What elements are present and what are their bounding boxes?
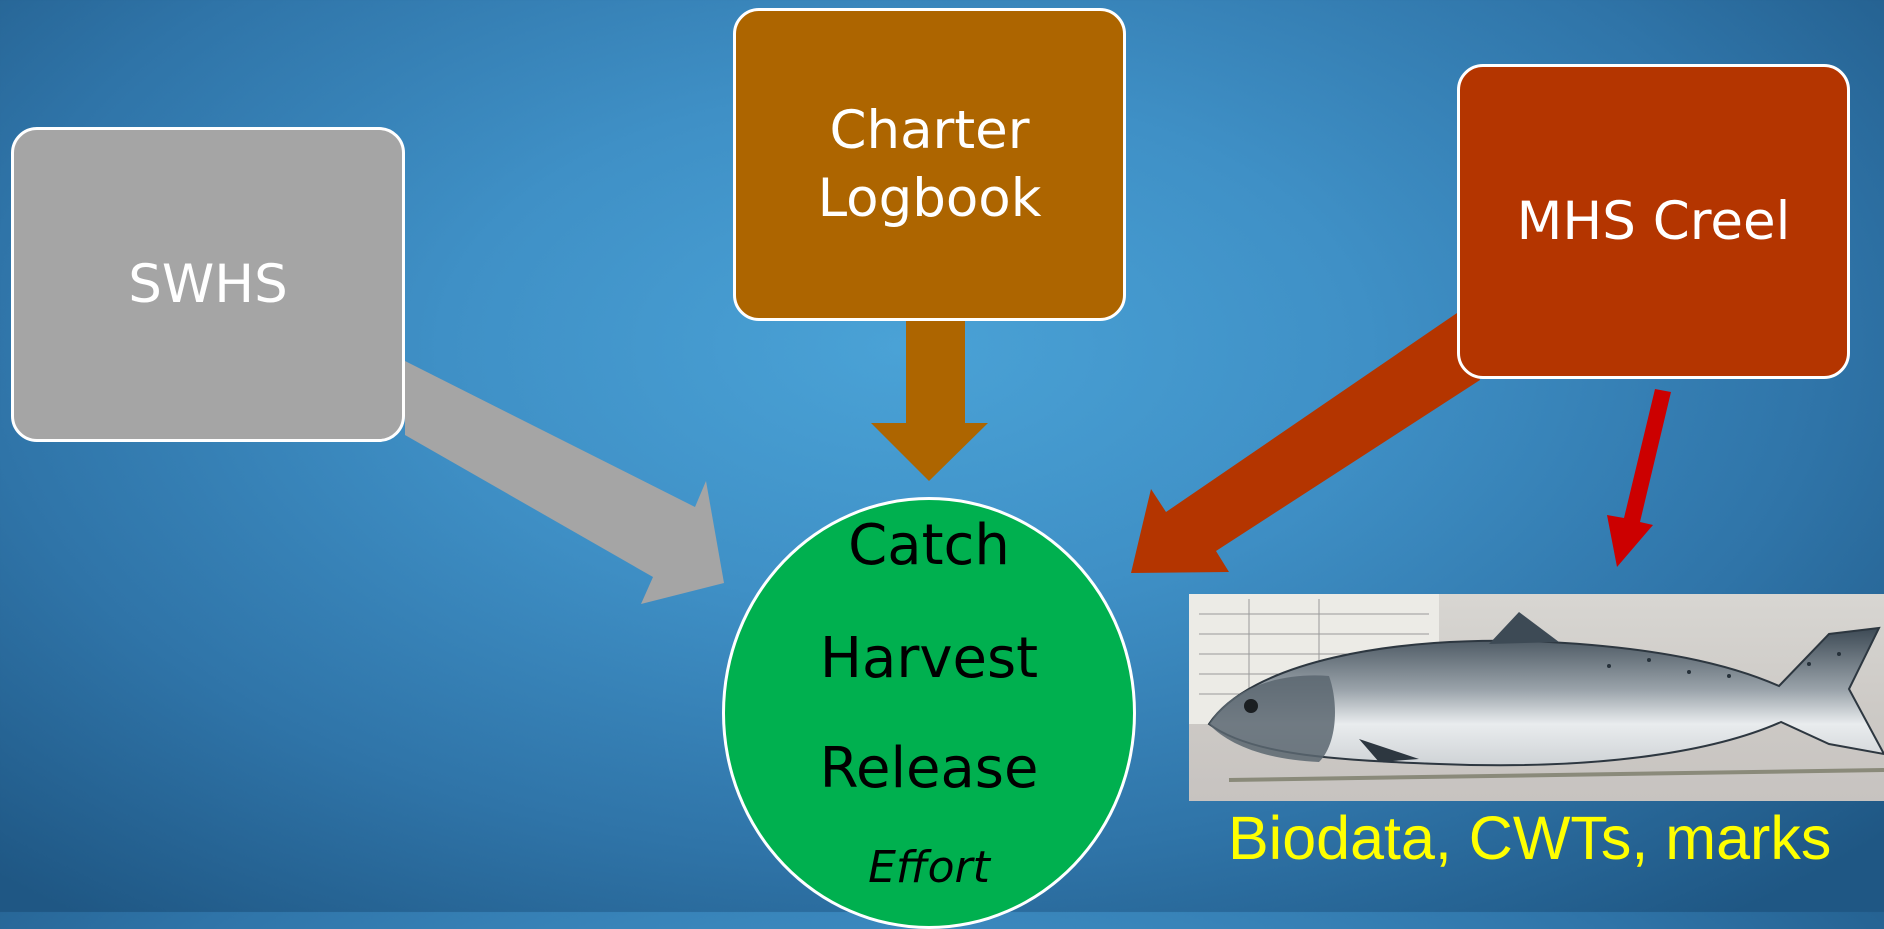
swhs-box: SWHS	[11, 127, 405, 442]
charter-logbook-box: Charter Logbook	[733, 8, 1126, 321]
catch-label: Catch	[848, 513, 1010, 578]
fish-head	[1209, 675, 1335, 762]
mhs-creel-label: MHS Creel	[1516, 190, 1791, 252]
dorsal-fin	[1489, 612, 1559, 644]
fish-spots	[1607, 652, 1841, 678]
mhs-arrow	[1131, 313, 1480, 573]
swhs-arrow	[405, 361, 724, 604]
mhs-creel-box: MHS Creel	[1457, 64, 1850, 379]
catch-circle	[722, 497, 1136, 929]
pectoral-fin	[1359, 739, 1419, 762]
charter-arrow	[871, 321, 988, 481]
measuring-rod	[1228, 768, 1884, 782]
biodata-caption: Biodata, CWTs, marks	[1228, 804, 1832, 872]
swhs-label: SWHS	[128, 253, 288, 315]
salmon-illustration	[1189, 594, 1884, 782]
fish-eye	[1244, 699, 1258, 713]
release-label: Release	[819, 736, 1039, 801]
harvest-label: Harvest	[819, 626, 1039, 691]
charter-logbook-label: Charter Logbook	[817, 99, 1042, 229]
effort-label: Effort	[868, 842, 990, 893]
salmon-photo	[1189, 594, 1884, 801]
red-arrow	[1607, 389, 1671, 567]
